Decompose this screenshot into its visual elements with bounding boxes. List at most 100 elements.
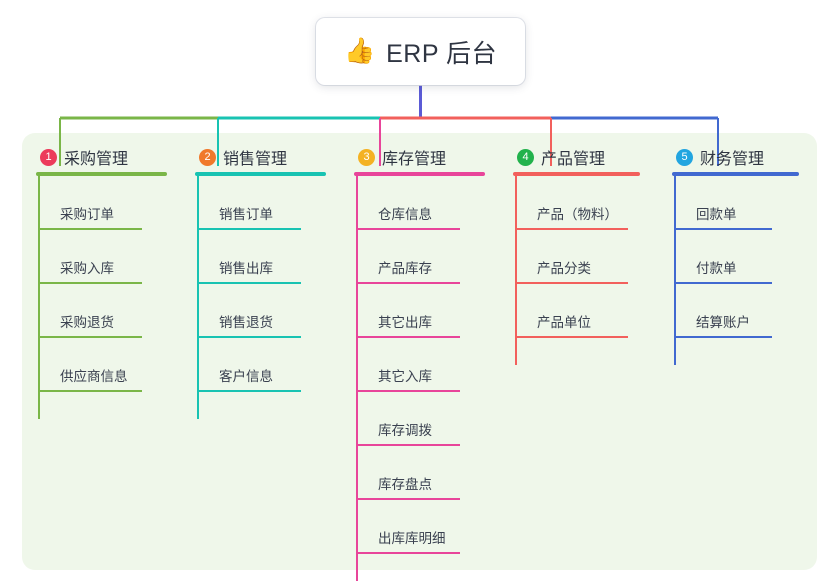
branch-spine [356, 174, 358, 581]
branch-header-4[interactable]: 4 产品管理 [517, 145, 605, 169]
leaf-node-rule [38, 336, 142, 338]
branch-spine [674, 174, 676, 365]
leaf-node-rule [674, 336, 772, 338]
leaf-node-label: 出库库明细 [378, 531, 446, 546]
leaf-node[interactable]: 供应商信息 [38, 338, 181, 392]
leaf-node-rule [197, 336, 301, 338]
leaf-node-label: 采购入库 [60, 261, 114, 276]
root-node-title: ERP 后台 [386, 39, 498, 68]
leaf-node-rule [356, 444, 460, 446]
leaf-node[interactable]: 仓库信息 [356, 176, 499, 230]
leaf-node-label: 付款单 [696, 261, 737, 276]
leaf-node-label: 产品分类 [537, 261, 591, 276]
leaf-node-rule [38, 282, 142, 284]
leaf-node-label: 结算账户 [696, 315, 750, 330]
leaf-node[interactable]: 库存调拨 [356, 392, 499, 446]
branch-number-badge: 4 [517, 148, 534, 166]
leaf-node[interactable]: 产品库存 [356, 230, 499, 284]
leaf-node-label: 销售订单 [219, 207, 273, 222]
leaf-node[interactable]: 结算账户 [674, 284, 817, 338]
leaf-node-label: 产品单位 [537, 315, 591, 330]
branch-leaf-list: 销售订单销售出库销售退货客户信息 [197, 176, 340, 392]
leaf-node-label: 采购订单 [60, 207, 114, 222]
leaf-node[interactable]: 产品分类 [515, 230, 658, 284]
leaf-node-rule [515, 228, 628, 230]
branch-header-5[interactable]: 5 财务管理 [676, 145, 764, 169]
root-node[interactable]: 👍 ERP 后台 [316, 18, 525, 85]
leaf-node-label: 销售退货 [219, 315, 273, 330]
leaf-node[interactable]: 采购订单 [38, 176, 181, 230]
branch-leaf-list: 采购订单采购入库采购退货供应商信息 [38, 176, 181, 392]
branch-column-1: 1 采购管理采购订单采购入库采购退货供应商信息 [22, 133, 181, 570]
leaf-node-rule [197, 228, 301, 230]
branch-header-rule [36, 172, 167, 176]
leaf-node-rule [197, 390, 301, 392]
leaf-node[interactable]: 库存盘点 [356, 446, 499, 500]
leaf-node[interactable]: 客户信息 [197, 338, 340, 392]
leaf-node[interactable]: 产品（物料） [515, 176, 658, 230]
branches-panel [22, 133, 817, 570]
leaf-node-label: 回款单 [696, 207, 737, 222]
branch-header-rule [354, 172, 485, 176]
branch-leaf-list: 仓库信息产品库存其它出库其它入库库存调拨库存盘点出库库明细 [356, 176, 499, 554]
leaf-node[interactable]: 其它入库 [356, 338, 499, 392]
leaf-node-rule [356, 336, 460, 338]
leaf-node-rule [356, 498, 460, 500]
leaf-node-rule [38, 390, 142, 392]
leaf-node-label: 产品（物料） [537, 207, 618, 222]
leaf-node-rule [515, 336, 628, 338]
leaf-node[interactable]: 产品单位 [515, 284, 658, 338]
leaf-node-label: 其它入库 [378, 369, 432, 384]
branch-number-badge: 5 [676, 148, 693, 166]
leaf-node[interactable]: 回款单 [674, 176, 817, 230]
branch-number-badge: 3 [358, 148, 375, 166]
leaf-node-rule [356, 228, 460, 230]
leaf-node-rule [197, 282, 301, 284]
branch-number-badge: 2 [199, 148, 216, 166]
leaf-node[interactable]: 采购入库 [38, 230, 181, 284]
branch-header-rule [195, 172, 326, 176]
branch-column-5: 5 财务管理回款单付款单结算账户 [658, 133, 817, 570]
branch-header-1[interactable]: 1 采购管理 [40, 145, 128, 169]
branch-leaf-list: 回款单付款单结算账户 [674, 176, 817, 338]
leaf-node[interactable]: 其它出库 [356, 284, 499, 338]
leaf-node-rule [515, 282, 628, 284]
leaf-node-label: 采购退货 [60, 315, 114, 330]
leaf-node-label: 仓库信息 [378, 207, 432, 222]
branch-column-4: 4 产品管理产品（物料） 产品分类产品单位 [499, 133, 658, 570]
leaf-node-label: 供应商信息 [60, 369, 128, 384]
leaf-node-label: 客户信息 [219, 369, 273, 384]
branch-spine [38, 174, 40, 419]
branch-number-badge: 1 [40, 148, 57, 166]
thumbs-up-icon: 👍 [343, 37, 376, 65]
branch-header-label: 库存管理 [382, 151, 447, 168]
branch-leaf-list: 产品（物料） 产品分类产品单位 [515, 176, 658, 338]
leaf-node-label: 销售出库 [219, 261, 273, 276]
leaf-node-rule [38, 228, 142, 230]
leaf-node-label: 库存调拨 [378, 423, 432, 438]
branch-header-label: 财务管理 [700, 151, 765, 168]
leaf-node[interactable]: 销售出库 [197, 230, 340, 284]
leaf-node[interactable]: 出库库明细 [356, 500, 499, 554]
leaf-node-rule [674, 282, 772, 284]
branch-header-label: 采购管理 [64, 151, 129, 168]
branch-header-label: 产品管理 [541, 151, 606, 168]
branch-header-rule [672, 172, 799, 176]
leaf-node-label: 产品库存 [378, 261, 432, 276]
root-node-content: 👍 ERP 后台 [344, 34, 497, 70]
leaf-node[interactable]: 销售退货 [197, 284, 340, 338]
leaf-node[interactable]: 销售订单 [197, 176, 340, 230]
leaf-node-rule [356, 552, 460, 554]
leaf-node-label: 库存盘点 [378, 477, 432, 492]
branch-column-3: 3 库存管理仓库信息产品库存其它出库其它入库库存调拨库存盘点出库库明细 [340, 133, 499, 581]
leaf-node[interactable]: 付款单 [674, 230, 817, 284]
branch-spine [197, 174, 199, 419]
branch-spine [515, 174, 517, 365]
leaf-node[interactable]: 采购退货 [38, 284, 181, 338]
leaf-node-rule [356, 282, 460, 284]
leaf-node-rule [356, 390, 460, 392]
branch-header-3[interactable]: 3 库存管理 [358, 145, 446, 169]
